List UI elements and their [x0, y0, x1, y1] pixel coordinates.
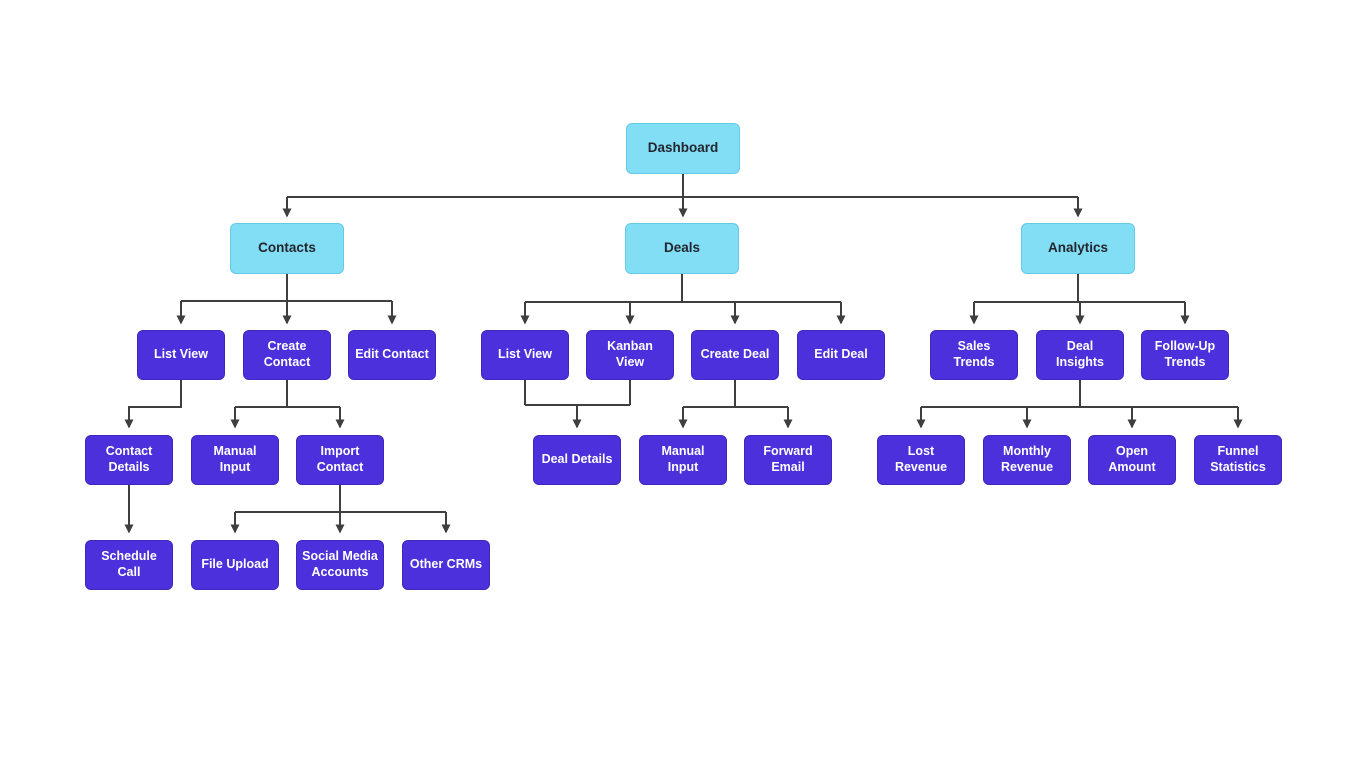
node-deals-list-view[interactable]: List View	[481, 330, 569, 380]
node-deals-list-view-label: List View	[498, 347, 552, 362]
node-deals-manual-input-label: Manual Input	[661, 444, 705, 474]
node-create-deal[interactable]: Create Deal	[691, 330, 779, 380]
node-edit-contact-label: Edit Contact	[355, 347, 429, 362]
node-contact-details[interactable]: Contact Details	[85, 435, 173, 485]
node-contacts-list-view-label: List View	[154, 347, 208, 362]
node-lost-revenue-label: Lost Revenue	[894, 444, 948, 474]
node-forward-email-label: Forward Email	[763, 444, 813, 474]
node-sales-trends[interactable]: Sales Trends	[930, 330, 1018, 380]
node-kanban-view[interactable]: Kanban View	[586, 330, 674, 380]
node-contact-details-label: Contact Details	[105, 444, 153, 474]
node-create-contact[interactable]: Create Contact	[243, 330, 331, 380]
node-follow-up-trends[interactable]: Follow-Up Trends	[1141, 330, 1229, 380]
node-create-deal-label: Create Deal	[700, 347, 770, 362]
node-dashboard[interactable]: Dashboard	[626, 123, 740, 174]
node-funnel-statistics-label: Funnel Statistics	[1210, 444, 1266, 474]
node-deal-details-label: Deal Details	[541, 452, 613, 467]
node-kanban-view-label: Kanban View	[607, 339, 653, 369]
node-file-upload[interactable]: File Upload	[191, 540, 279, 590]
node-deals-manual-input[interactable]: Manual Input	[639, 435, 727, 485]
node-monthly-revenue-label: Monthly Revenue	[1000, 444, 1054, 474]
node-deal-details[interactable]: Deal Details	[533, 435, 621, 485]
node-deals-label: Deals	[663, 240, 701, 256]
node-edit-deal-label: Edit Deal	[814, 347, 868, 362]
node-forward-email[interactable]: Forward Email	[744, 435, 832, 485]
node-import-contact-label: Import Contact	[316, 444, 364, 474]
node-social-media-accounts[interactable]: Social Media Accounts	[296, 540, 384, 590]
node-deal-insights-label: Deal Insights	[1056, 339, 1104, 369]
node-edit-deal[interactable]: Edit Deal	[797, 330, 885, 380]
node-lost-revenue[interactable]: Lost Revenue	[877, 435, 965, 485]
node-create-contact-label: Create Contact	[263, 339, 311, 369]
node-funnel-statistics[interactable]: Funnel Statistics	[1194, 435, 1282, 485]
node-dashboard-label: Dashboard	[647, 140, 719, 156]
node-schedule-call[interactable]: Schedule Call	[85, 540, 173, 590]
node-sales-trends-label: Sales Trends	[953, 339, 995, 369]
node-deal-insights[interactable]: Deal Insights	[1036, 330, 1124, 380]
node-deals[interactable]: Deals	[625, 223, 739, 274]
node-contacts-label: Contacts	[258, 240, 316, 256]
node-analytics-label: Analytics	[1047, 240, 1109, 256]
node-monthly-revenue[interactable]: Monthly Revenue	[983, 435, 1071, 485]
node-import-contact[interactable]: Import Contact	[296, 435, 384, 485]
node-contacts[interactable]: Contacts	[230, 223, 344, 274]
node-other-crms-label: Other CRMs	[409, 557, 483, 572]
node-file-upload-label: File Upload	[201, 557, 269, 572]
node-open-amount[interactable]: Open Amount	[1088, 435, 1176, 485]
node-contacts-list-view[interactable]: List View	[137, 330, 225, 380]
node-open-amount-label: Open Amount	[1108, 444, 1156, 474]
node-follow-up-trends-label: Follow-Up Trends	[1154, 339, 1216, 369]
node-schedule-call-label: Schedule Call	[101, 549, 157, 579]
node-other-crms[interactable]: Other CRMs	[402, 540, 490, 590]
node-analytics[interactable]: Analytics	[1021, 223, 1135, 274]
node-edit-contact[interactable]: Edit Contact	[348, 330, 436, 380]
node-contacts-manual-input-label: Manual Input	[213, 444, 257, 474]
node-social-media-accounts-label: Social Media Accounts	[302, 549, 378, 579]
node-contacts-manual-input[interactable]: Manual Input	[191, 435, 279, 485]
